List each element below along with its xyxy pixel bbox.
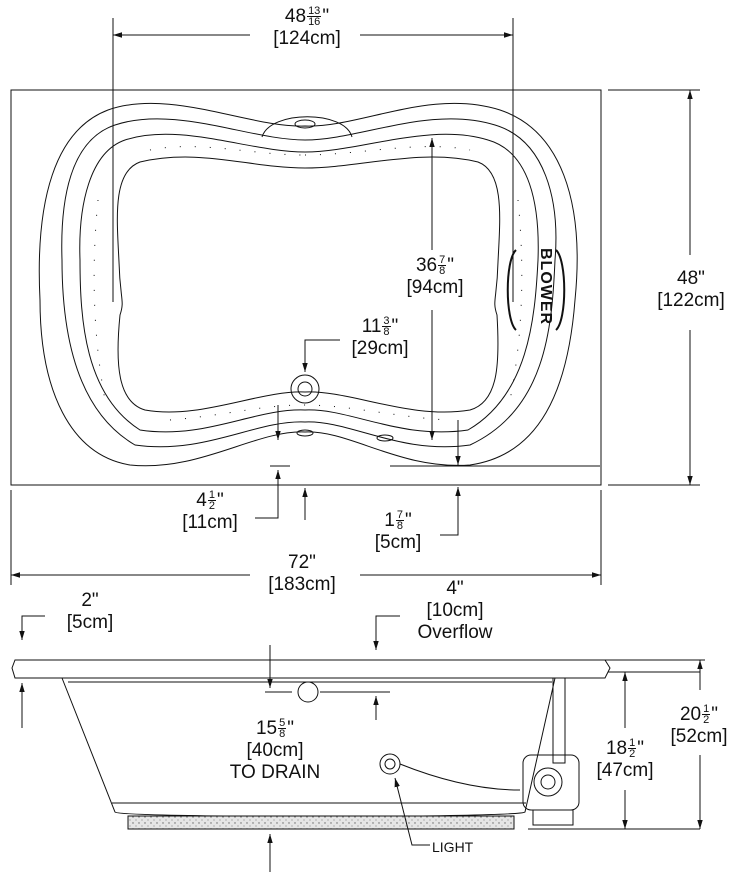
drain-inner bbox=[297, 381, 313, 397]
tub-seat-contour bbox=[61, 118, 557, 448]
jet-fitting-top bbox=[296, 429, 314, 437]
jet-line-top bbox=[149, 146, 306, 156]
light-fitting bbox=[379, 753, 401, 775]
pump-impeller bbox=[533, 767, 563, 797]
jet-line-top-right bbox=[304, 146, 471, 156]
backrest bbox=[261, 116, 353, 138]
side-drain-fitting bbox=[297, 681, 319, 703]
blower-bracket-left bbox=[506, 249, 517, 331]
overflow-fitting bbox=[294, 119, 316, 129]
tub-floor bbox=[116, 156, 501, 413]
tub-lip-contour bbox=[79, 133, 539, 433]
overall-depth-dimension: 48" [122cm] bbox=[657, 268, 725, 311]
tub-outer-shell bbox=[38, 102, 578, 467]
pump-pipe bbox=[552, 677, 566, 764]
blower-bracket-right bbox=[555, 249, 566, 331]
blower-label: BLOWER bbox=[537, 248, 554, 326]
base-sand bbox=[127, 815, 515, 830]
rim-thickness-dimension: 2" [5cm] bbox=[66, 590, 114, 633]
jet-line-left bbox=[93, 199, 106, 401]
jet-line-bottom bbox=[169, 404, 451, 421]
drain-outer bbox=[290, 374, 320, 404]
pump-base bbox=[532, 809, 574, 826]
overall-length-dimension: 72" [183cm] bbox=[268, 552, 336, 595]
deck-outline bbox=[10, 89, 602, 486]
light-label: LIGHT bbox=[432, 839, 474, 855]
overflow-dimension: 4" [10cm] Overflow bbox=[417, 578, 493, 643]
light-cable bbox=[399, 763, 521, 791]
side-rim bbox=[11, 659, 611, 679]
light-inner bbox=[384, 758, 396, 770]
light-fitting-top bbox=[376, 434, 394, 442]
